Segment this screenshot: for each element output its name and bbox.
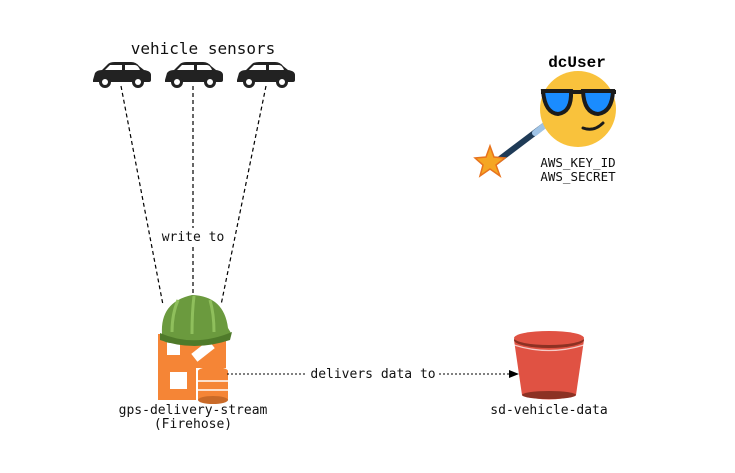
- car-icon: [237, 62, 295, 88]
- s3-bucket-icon: [513, 331, 585, 400]
- vehicle-sensors-label: vehicle sensors: [131, 39, 276, 58]
- cool-face-icon: [540, 71, 616, 147]
- bucket-name: sd-vehicle-data: [490, 403, 607, 418]
- firehose-icon: [158, 334, 230, 404]
- write-to-label: write to: [162, 230, 225, 245]
- stream-name: gps-delivery-stream: [119, 403, 268, 418]
- stream-type: (Firehose): [154, 417, 232, 432]
- credential-key-id: AWS_KEY_ID: [540, 155, 615, 170]
- edge-car3-to-stream: [220, 85, 267, 306]
- vehicle-sensors-group: vehicle sensors: [93, 39, 295, 88]
- magic-wand-icon: [473, 122, 548, 178]
- user-name: dcUser: [548, 54, 606, 72]
- delivers-data-to-label: delivers data to: [310, 367, 435, 382]
- car-icon: [165, 62, 223, 88]
- edge-car1-to-stream: [120, 85, 164, 306]
- car-icon: [93, 62, 151, 88]
- credential-secret: AWS_SECRET: [540, 169, 616, 184]
- write-edges: [120, 85, 267, 306]
- hard-hat-icon: [160, 295, 232, 346]
